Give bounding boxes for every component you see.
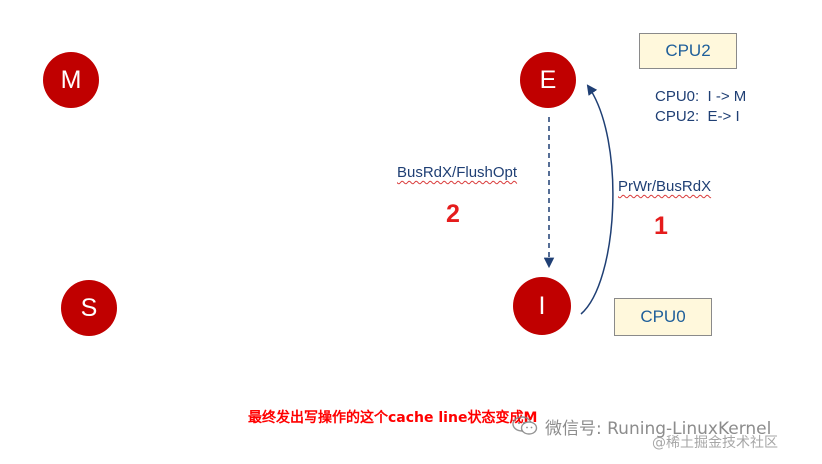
watermark-wechat: 微信号: Runing-LinuxKernel xyxy=(545,419,772,439)
step-number-1: 1 xyxy=(654,212,668,240)
transition-note-cpu0: CPU0: I -> M xyxy=(655,88,747,105)
edge-label-prwr-busrdx: PrWr/BusRdX xyxy=(618,178,712,195)
state-i: I xyxy=(513,277,571,335)
step-number-2: 2 xyxy=(446,200,460,228)
cpu2-box: CPU2 xyxy=(639,33,737,69)
wechat-icon xyxy=(512,416,538,435)
transition-note-cpu2: CPU2: E-> I xyxy=(655,108,740,125)
arrow-i-to-e xyxy=(580,84,614,315)
cpu0-box: CPU0 xyxy=(614,298,712,336)
caption: 最终发出写操作的这个cache line状态变成M xyxy=(248,410,538,426)
state-e: E xyxy=(520,52,576,108)
state-s: S xyxy=(61,280,117,336)
state-m: M xyxy=(43,52,99,108)
watermark-juejin: @稀土掘金技术社区 xyxy=(652,435,778,451)
edge-label-busrdx-flushopt: BusRdX/FlushOpt xyxy=(397,164,518,181)
